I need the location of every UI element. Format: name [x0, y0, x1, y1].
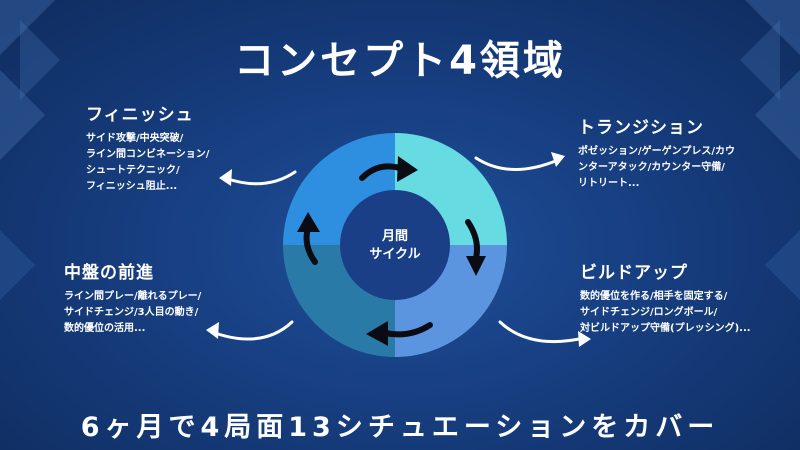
area-line: サイド攻撃/中央突破/	[86, 133, 184, 144]
area-line: ポゼッション/ゲーゲンプレス/カウ	[578, 146, 736, 157]
area-line: ライン間コンビネーション/	[86, 149, 210, 160]
page-title: コンセプト4領域	[234, 38, 566, 84]
curved-arrow-icon	[210, 156, 586, 344]
area-line: サイドチェンジ/ロングボール/	[580, 307, 718, 318]
area-title: 中盤の前進	[64, 263, 154, 283]
area-buildup: ビルドアップ 数的優位を作る/相手を固定する/ サイドチェンジ/ロングボール/ …	[580, 258, 795, 337]
area-line: 対ビルドアップ守備(プレッシング)...	[580, 323, 751, 334]
area-line: シュートテクニック/	[86, 165, 180, 176]
area-title: トランジション	[578, 118, 704, 138]
area-transition: トランジション ポゼッション/ゲーゲンプレス/カウ ンターアタック/カウンター守…	[578, 113, 793, 192]
area-line: 数的優位の活用...	[64, 323, 146, 334]
area-finish: フィニッシュ サイド攻撃/中央突破/ ライン間コンビネーション/ シュートテクニ…	[86, 100, 296, 195]
cycle-arrowhead-icon	[297, 156, 486, 346]
center-label: 月間 サイクル	[355, 228, 435, 264]
area-midfield: 中盤の前進 ライン間プレー/離れるプレー/ サイドチェンジ/3人目の動き/ 数的…	[64, 258, 284, 337]
area-line: 数的優位を作る/相手を固定する/	[580, 291, 728, 302]
area-line: フィニッシュ阻止...	[86, 181, 178, 192]
inner-circle	[340, 190, 450, 300]
center-label-line2: サイクル	[369, 247, 421, 262]
area-line: ンターアタック/カウンター守備/	[578, 162, 725, 173]
area-title: フィニッシュ	[86, 105, 194, 125]
area-line: リトリート...	[578, 178, 640, 189]
footer-caption: 6ヶ月で4局面13シチュエーションをカバー	[80, 412, 720, 443]
area-line: サイドチェンジ/3人目の動き/	[64, 307, 199, 318]
cycle-arrow-icon	[303, 163, 480, 338]
center-label-line1: 月間	[381, 229, 408, 244]
area-title: ビルドアップ	[580, 263, 688, 283]
area-line: ライン間プレー/離れるプレー/	[64, 291, 202, 302]
